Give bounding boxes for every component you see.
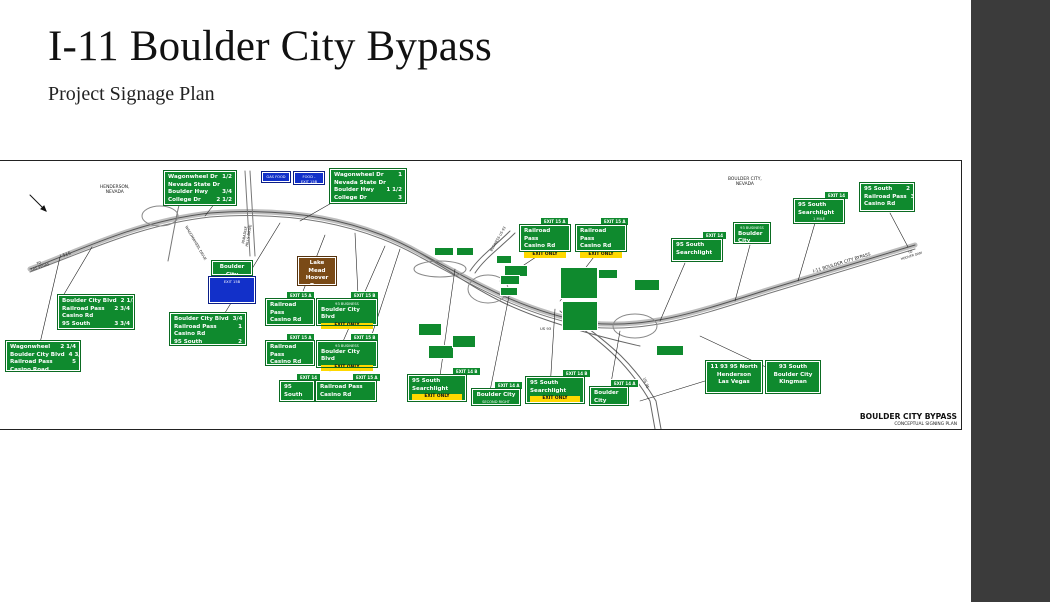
label-us93: US 93 (540, 326, 552, 331)
sign-boulder-city-next-exits: Boulder City NEXT 2 EXITS (211, 260, 253, 283)
mini-sign (418, 323, 442, 336)
sign-blue-services-2: FOOD - EXIT 15B (293, 171, 325, 185)
exit-tab-14b-1: EXIT 14 B (452, 367, 482, 376)
mini-sign (560, 267, 598, 299)
sign-lake-mead-hoover-dam: Lake Mead Hoover Dam 93 BUSINESS EXIT 15… (297, 256, 337, 299)
mini-sign (456, 247, 474, 256)
label-henderson: HENDERSON,NEVADA (100, 185, 130, 196)
signage-plan-diagram: HENDERSON,NEVADA BOULDER CITY,NEVADA I-5… (0, 160, 962, 430)
mini-sign (428, 345, 454, 359)
label-boulder-city: BOULDER CITY,NEVADA (728, 177, 762, 188)
mini-sign (656, 345, 684, 356)
right-sidebar-bar (971, 0, 1050, 602)
mini-sign (634, 279, 660, 291)
mini-sign (562, 301, 598, 331)
mini-sign (500, 287, 518, 296)
mini-sign (452, 335, 476, 348)
page-title: I-11 Boulder City Bypass (48, 23, 492, 70)
plan-caption-subtitle: CONCEPTUAL SIGNING PLAN (894, 422, 957, 427)
mini-sign (434, 247, 454, 256)
sign-blue-services-1: GAS FOOD (261, 171, 291, 183)
mini-sign (500, 275, 520, 285)
sign-blue-services-exit: EXIT 15B (208, 276, 256, 304)
mini-sign (496, 255, 512, 264)
mini-sign (598, 269, 618, 279)
page-subtitle: Project Signage Plan (48, 83, 215, 105)
plan-caption-title: BOULDER CITY BYPASS (859, 412, 957, 421)
